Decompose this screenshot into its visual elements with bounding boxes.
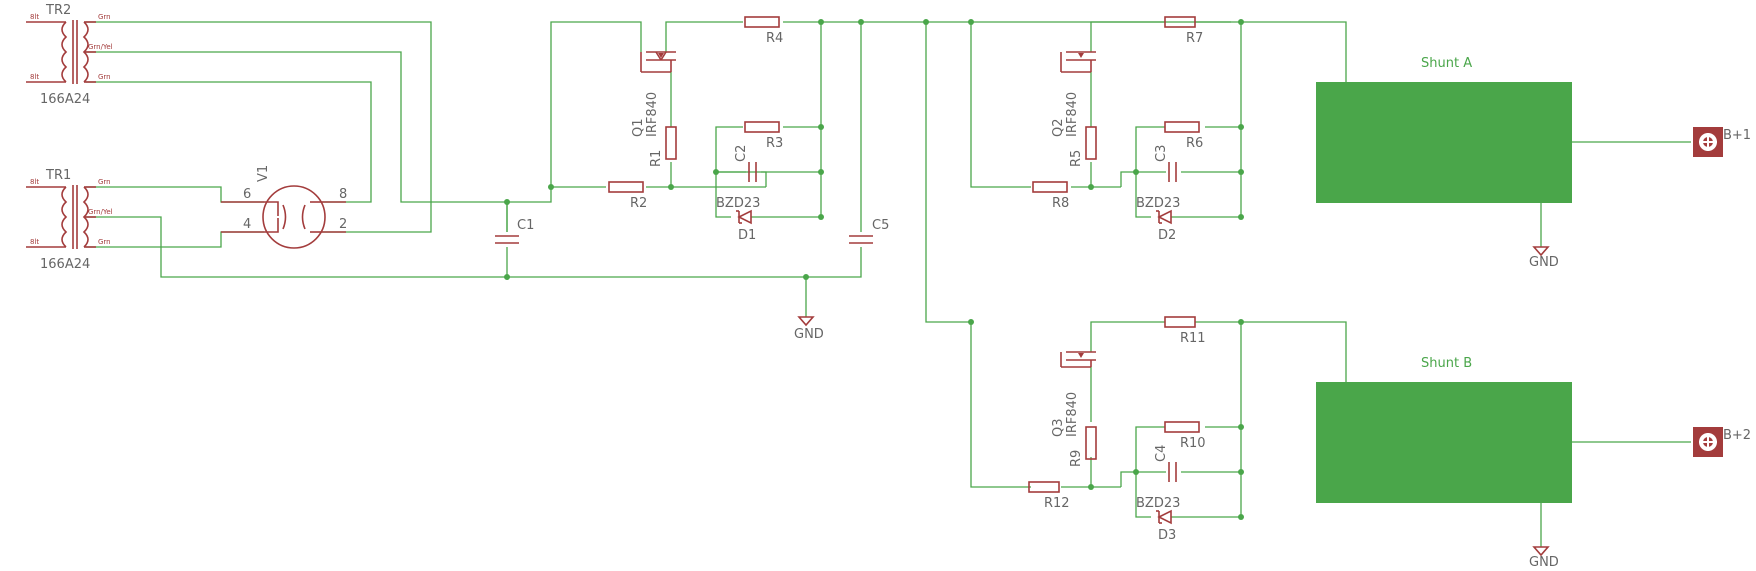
- resistor-r3: R3: [744, 121, 783, 151]
- tr1-pin-right-mid: Grn/Yel: [88, 208, 113, 216]
- c1-label: C1: [517, 218, 534, 233]
- capacitor-c4: C4: [1154, 445, 1177, 482]
- tr1-value: 166A24: [40, 257, 90, 272]
- q1-value: IRF840: [645, 92, 660, 137]
- r4-label: R4: [766, 31, 783, 46]
- d3-value: BZD23: [1136, 496, 1180, 511]
- resistor-r4: R4: [744, 16, 783, 46]
- v1-ref: V1: [256, 165, 271, 182]
- ground-symbol-main: GND: [794, 316, 824, 342]
- tr2-pin-right-mid: Grn/Yel: [88, 43, 113, 51]
- d2-value: BZD23: [1136, 196, 1180, 211]
- resistor-r12: R12: [1028, 481, 1070, 511]
- v1-pin-6: 6: [243, 187, 251, 202]
- b1-label: B+1: [1723, 128, 1751, 143]
- tr2-ref: TR2: [45, 3, 71, 18]
- gnd-shunt-a-label: GND: [1529, 255, 1559, 270]
- r11-label: R11: [1180, 331, 1206, 346]
- c2-label: C2: [734, 145, 749, 162]
- c3-label: C3: [1154, 145, 1169, 162]
- b2-label: B+2: [1723, 428, 1751, 443]
- r10-label: R10: [1180, 436, 1206, 451]
- connector-b2: B+2: [1693, 427, 1751, 457]
- r8-label: R8: [1052, 196, 1069, 211]
- diode-d2: BZD23 D2: [1136, 196, 1180, 243]
- q3-ref: Q3: [1051, 418, 1066, 437]
- c5-label: C5: [872, 218, 889, 233]
- tr1-ref: TR1: [45, 168, 71, 183]
- q2-ref: Q2: [1051, 118, 1066, 137]
- rectifier-tube-v1: V1 6 8 4 2: [221, 165, 347, 249]
- resistor-r5: R5: [1069, 126, 1097, 167]
- tr2-pin-left-top: 8lt: [30, 13, 39, 21]
- resistor-r7: R7: [1164, 16, 1203, 46]
- capacitor-c2: C2: [734, 145, 757, 182]
- r9-label: R9: [1069, 450, 1084, 467]
- resistor-r2: R2: [608, 181, 647, 211]
- resistor-r11: R11: [1164, 316, 1206, 346]
- diode-d3: BZD23 D3: [1136, 496, 1180, 543]
- q1-ref: Q1: [631, 118, 646, 137]
- q3-value: IRF840: [1065, 392, 1080, 437]
- d3-ref: D3: [1158, 528, 1176, 543]
- junctions: [504, 19, 1244, 520]
- r2-label: R2: [630, 196, 647, 211]
- q2-value: IRF840: [1065, 92, 1080, 137]
- d1-ref: D1: [738, 228, 756, 243]
- r1-label: R1: [649, 150, 664, 167]
- mosfet-q3: Q3 IRF840: [1051, 351, 1096, 437]
- mosfet-q1: Q1 IRF840: [631, 51, 676, 137]
- resistor-r10: R10: [1164, 421, 1206, 451]
- wire-tr2-mid: [86, 51, 507, 203]
- resistor-r1: R1: [649, 126, 677, 167]
- tr2-pin-right-bottom: Grn: [98, 73, 111, 81]
- r6-label: R6: [1186, 136, 1203, 151]
- gnd-shunt-b-label: GND: [1529, 555, 1559, 570]
- c4-label: C4: [1154, 445, 1169, 462]
- gnd-main-label: GND: [794, 327, 824, 342]
- d2-ref: D2: [1158, 228, 1176, 243]
- transformer-tr2: TR2 166A24 8lt 8lt Grn Grn/Yel Grn: [26, 3, 113, 107]
- tr1-pin-right-top: Grn: [98, 178, 111, 186]
- ground-symbol-shunt-a: GND: [1529, 246, 1559, 270]
- wires: [86, 21, 1691, 547]
- resistor-r6: R6: [1164, 121, 1203, 151]
- wire-ground-rail: [507, 247, 862, 278]
- wire-tr1-bot: [86, 231, 264, 248]
- transformer-tr1: TR1 166A24 8lt 8lt Grn Grn/Yel Grn: [26, 168, 113, 272]
- shunt-b-block: Shunt B: [1316, 356, 1572, 503]
- wire-tr2-bot: [86, 81, 372, 203]
- r7-label: R7: [1186, 31, 1203, 46]
- wire-ht-feed: [507, 21, 642, 203]
- ground-symbol-shunt-b: GND: [1529, 546, 1559, 570]
- mosfet-q2: Q2 IRF840: [1051, 51, 1096, 137]
- tr2-value: 166A24: [40, 92, 90, 107]
- v1-pin-2: 2: [339, 217, 347, 232]
- wire-tr1-top: [86, 186, 264, 203]
- capacitor-c5: C5: [849, 218, 889, 244]
- resistor-r8: R8: [1032, 181, 1069, 211]
- capacitor-c1: C1: [495, 218, 534, 244]
- tr2-pin-left-bottom: 8lt: [30, 73, 39, 81]
- diode-d1: BZD23 D1: [716, 196, 760, 243]
- tr1-pin-left-bottom: 8lt: [30, 238, 39, 246]
- wire-tr2-top: [86, 21, 432, 233]
- r12-label: R12: [1044, 496, 1070, 511]
- tr1-pin-left-top: 8lt: [30, 178, 39, 186]
- shunt-a-block: Shunt A: [1316, 56, 1572, 203]
- shunt-b-label: Shunt B: [1421, 356, 1472, 371]
- capacitor-c3: C3: [1154, 145, 1177, 182]
- r5-label: R5: [1069, 150, 1084, 167]
- resistor-r9: R9: [1069, 426, 1097, 467]
- tr2-pin-right-top: Grn: [98, 13, 111, 21]
- d1-value: BZD23: [716, 196, 760, 211]
- v1-pin-4: 4: [243, 217, 251, 232]
- v1-pin-8: 8: [339, 187, 347, 202]
- connector-b1: B+1: [1693, 127, 1751, 157]
- r3-label: R3: [766, 136, 783, 151]
- tr1-pin-right-bottom: Grn: [98, 238, 111, 246]
- shunt-a-label: Shunt A: [1421, 56, 1472, 71]
